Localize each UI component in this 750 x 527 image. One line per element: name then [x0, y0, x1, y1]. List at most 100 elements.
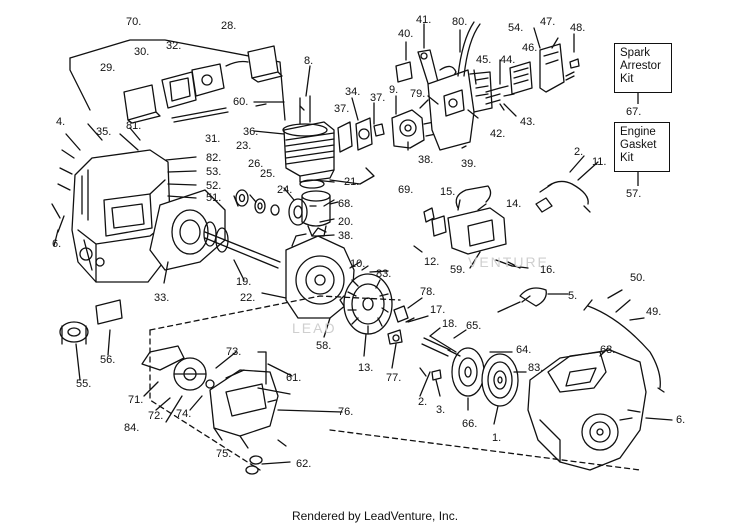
callout-26: 26.	[248, 158, 264, 170]
air-filter-bracket	[69, 39, 286, 121]
engine-housing-left	[71, 149, 171, 283]
callout-29: 30.	[134, 46, 150, 58]
fasteners	[51, 103, 633, 447]
callout-67: 67.	[626, 106, 642, 118]
callout-74: 74.	[176, 408, 192, 420]
callout-56: 56.	[100, 354, 116, 366]
callout-20: 20.	[338, 216, 354, 228]
callout-41: 41.	[416, 14, 432, 26]
callout-14: 14.	[506, 198, 522, 210]
callout-34: 35.	[96, 126, 112, 138]
callout-84: 84.	[124, 422, 140, 434]
callout-66: 66.	[462, 418, 478, 430]
callout-6a: 6.	[52, 238, 62, 250]
ignition-module	[423, 185, 513, 267]
callout-83a: 83.	[376, 268, 392, 280]
engine-gasket-kit-line1: Engine	[620, 126, 656, 138]
engine-gasket-kit-box: Engine Gasket Kit	[614, 122, 670, 172]
callout-32: 33.	[154, 292, 170, 304]
callout-27: 28.	[221, 20, 237, 32]
callout-42: 42.	[490, 128, 506, 140]
callout-81: 81.	[126, 120, 142, 132]
callout-6c: 6.	[676, 414, 686, 426]
callout-17: 17.	[430, 304, 446, 316]
cylinder	[282, 95, 335, 183]
callout-16: 16.	[540, 264, 556, 276]
callout-8: 8.	[304, 55, 314, 67]
callout-76: 76.	[338, 406, 354, 418]
clutch-assembly	[141, 345, 215, 391]
callout-71: 71.	[128, 394, 144, 406]
callout-46: 46.	[522, 42, 538, 54]
flywheel	[339, 273, 393, 335]
fuel-lines	[457, 21, 481, 77]
callout-36: 37.	[370, 92, 386, 104]
callout-12: 12.	[424, 256, 440, 268]
callout-19: 19.	[236, 276, 252, 288]
drive-parts	[59, 299, 123, 345]
callout-68: 68.	[338, 198, 354, 210]
callout-59: 59.	[450, 264, 466, 276]
spark-plug-lead	[535, 180, 591, 213]
shaft-outline	[149, 295, 641, 471]
air-filter-element	[509, 43, 565, 95]
callout-55: 55.	[76, 378, 92, 390]
starter-handle	[497, 287, 547, 313]
callout-64: 64.	[516, 344, 532, 356]
callout-57: 57.	[626, 188, 642, 200]
watermark-2: VENTURE	[468, 254, 549, 270]
callout-75: 75.	[216, 448, 232, 460]
air-filter-assembly	[123, 45, 283, 124]
callout-69: 69.	[398, 184, 414, 196]
callout-4: 4.	[56, 116, 66, 128]
callout-63: 63.	[600, 344, 616, 356]
callout-54: 54.	[508, 22, 524, 34]
callout-3: 3.	[436, 404, 446, 416]
callout-21: 21.	[344, 176, 360, 188]
callout-24: 24.	[277, 184, 293, 196]
screws-intake	[485, 85, 515, 105]
callout-33: 34.	[345, 86, 361, 98]
callout-72: 72.	[148, 410, 164, 422]
callout-70: 70.	[126, 16, 142, 28]
callout-37: 38.	[338, 230, 354, 242]
engine-gasket-kit-line2: Gasket	[620, 139, 657, 151]
callout-83b: 83.	[528, 362, 544, 374]
callout-15: 15.	[440, 186, 456, 198]
callout-79: 79.	[410, 88, 426, 100]
rendered-by-credit: Rendered by LeadVenture, Inc.	[291, 509, 459, 523]
intake-gaskets	[337, 117, 385, 153]
callout-50: 50.	[630, 272, 646, 284]
callout-35: 36.	[243, 126, 259, 138]
callout-49: 49.	[646, 306, 662, 318]
callout-39: 39.	[461, 158, 477, 170]
callout-48: 48.	[570, 22, 586, 34]
callout-82: 82.	[206, 152, 222, 164]
air-filter-box	[427, 69, 493, 151]
callout-7: 37.	[334, 103, 350, 115]
gear-housing	[209, 369, 291, 475]
callout-80: 80.	[452, 16, 468, 28]
callout-30: 32.	[166, 40, 182, 52]
callout-62: 62.	[296, 458, 312, 470]
callout-45: 45.	[476, 54, 492, 66]
watermark: LEAD	[292, 320, 337, 336]
callout-47: 47.	[540, 16, 556, 28]
callout-1: 1.	[492, 432, 502, 444]
callout-2a: 2.	[574, 146, 584, 158]
callout-25: 25.	[260, 168, 276, 180]
callout-60: 60.	[233, 96, 249, 108]
callout-65: 65.	[466, 320, 482, 332]
throttle-wire	[583, 299, 665, 393]
crankcase-plate	[149, 189, 226, 271]
callout-43: 43.	[520, 116, 536, 128]
callout-61: 61.	[286, 372, 302, 384]
callout-78: 78.	[420, 286, 436, 298]
callout-53: 53.	[206, 166, 222, 178]
starter-housing	[527, 349, 647, 471]
callout-5: 5.	[568, 290, 578, 302]
callout-28: 29.	[100, 62, 116, 74]
callout-9: 9.	[389, 84, 399, 96]
